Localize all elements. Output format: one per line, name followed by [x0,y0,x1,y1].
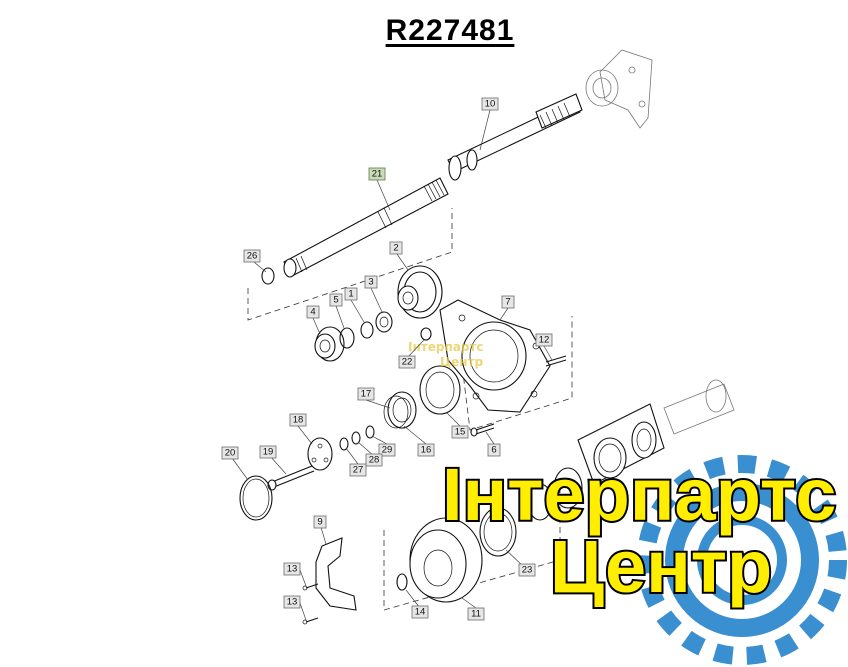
callout-6: 6 [487,443,501,457]
callout-11: 11 [467,607,485,621]
svg-text:11: 11 [471,609,481,620]
o-ring-5 [339,327,355,349]
svg-text:28: 28 [369,455,380,466]
dowel-12 [545,355,567,367]
callout-19: 19 [259,445,277,459]
gear-logo [637,455,847,665]
drive-shaft [283,177,449,278]
callout-12: 12 [535,333,553,347]
svg-text:13: 13 [287,597,298,608]
callout-1: 1 [344,287,358,301]
callout-7: 7 [501,295,515,309]
callout-27: 27 [349,463,367,477]
pin-22 [420,327,432,341]
svg-text:7: 7 [505,297,510,308]
snap-ring-26 [261,267,275,285]
callout-28: 28 [365,453,383,467]
svg-text:16: 16 [421,445,432,456]
disc-23 [479,507,517,557]
callout-29: 29 [378,443,396,457]
bearing-cup-assembly [577,403,665,485]
housing-7 [439,299,551,413]
output-shaft-ghost [663,379,735,435]
svg-text:2: 2 [393,243,398,254]
washer-28 [351,431,361,445]
callout-20: 20 [221,446,239,460]
housing-watermark-line2: Центр [440,355,484,369]
svg-text:12: 12 [539,335,550,346]
svg-text:29: 29 [382,445,393,456]
washer-27 [339,437,349,451]
bolt-13-upper [302,583,319,591]
callout-9: 9 [313,515,327,529]
sleeve-15 [419,365,461,415]
callout-15: 15 [451,425,469,439]
needle-bearing-3 [375,311,393,333]
snap-ring-14 [396,573,408,591]
callout-18: 18 [289,413,307,427]
svg-text:4: 4 [310,307,315,318]
gear-logo-hub [697,515,787,605]
callout-2: 2 [389,241,403,255]
ring-20 [239,475,273,521]
gear-logo-teeth [637,455,847,665]
seal-ring [527,467,583,521]
logo-text-line1: Інтерпартс [442,453,836,536]
callout-5: 5 [329,293,343,307]
upper-group-boundary [247,208,453,321]
svg-text:3: 3 [368,277,373,288]
gear-logo-ring [665,483,819,637]
housing-group-boundary [459,316,573,431]
mounting-bracket [585,49,653,129]
svg-text:19: 19 [263,447,274,458]
bolt-13-lower [302,617,319,625]
callout-4: 4 [306,305,320,319]
callout-3: 3 [364,275,378,289]
washer-29 [365,425,375,439]
callout-13-upper: 13 [283,562,301,576]
callout-14: 14 [411,605,429,619]
svg-text:1: 1 [348,289,353,300]
spur-gear-2 [397,265,443,319]
callout-17: 17 [357,387,375,401]
svg-text:20: 20 [225,448,236,459]
leader-lines [231,109,553,621]
svg-text:5: 5 [333,295,338,306]
svg-text:26: 26 [247,251,258,262]
svg-text:13: 13 [287,564,298,575]
roller-bearing-16 [383,391,417,429]
callout-22: 22 [398,355,416,369]
bearing-4 [314,326,345,362]
svg-text:27: 27 [353,465,364,476]
svg-text:10: 10 [485,99,496,110]
callout-23: 23 [518,563,536,577]
part-number-title: R227481 [385,14,515,47]
svg-text:18: 18 [293,415,304,426]
svg-text:17: 17 [361,389,372,400]
svg-text:23: 23 [522,565,533,576]
svg-text:21: 21 [372,169,383,180]
callout-13-lower: 13 [283,595,301,609]
bolt-19 [267,465,315,491]
bracket-9 [315,537,357,611]
svg-text:6: 6 [491,445,496,456]
svg-text:9: 9 [317,517,322,528]
svg-text:15: 15 [455,427,466,438]
gear-11 [409,517,483,603]
callout-10: 10 [481,97,499,111]
logo-text-line2: Центр [550,525,772,608]
main-shaft [447,93,583,181]
callout-21: 21 [368,167,386,181]
svg-text:22: 22 [402,357,413,368]
callout-26: 26 [243,249,261,263]
flange-18 [307,437,333,471]
bolt-6 [470,423,495,437]
svg-text:14: 14 [415,607,426,618]
housing-watermark-line1: Інтерпартс [408,340,484,354]
spacer-1 [360,321,374,339]
callout-16: 16 [417,443,435,457]
